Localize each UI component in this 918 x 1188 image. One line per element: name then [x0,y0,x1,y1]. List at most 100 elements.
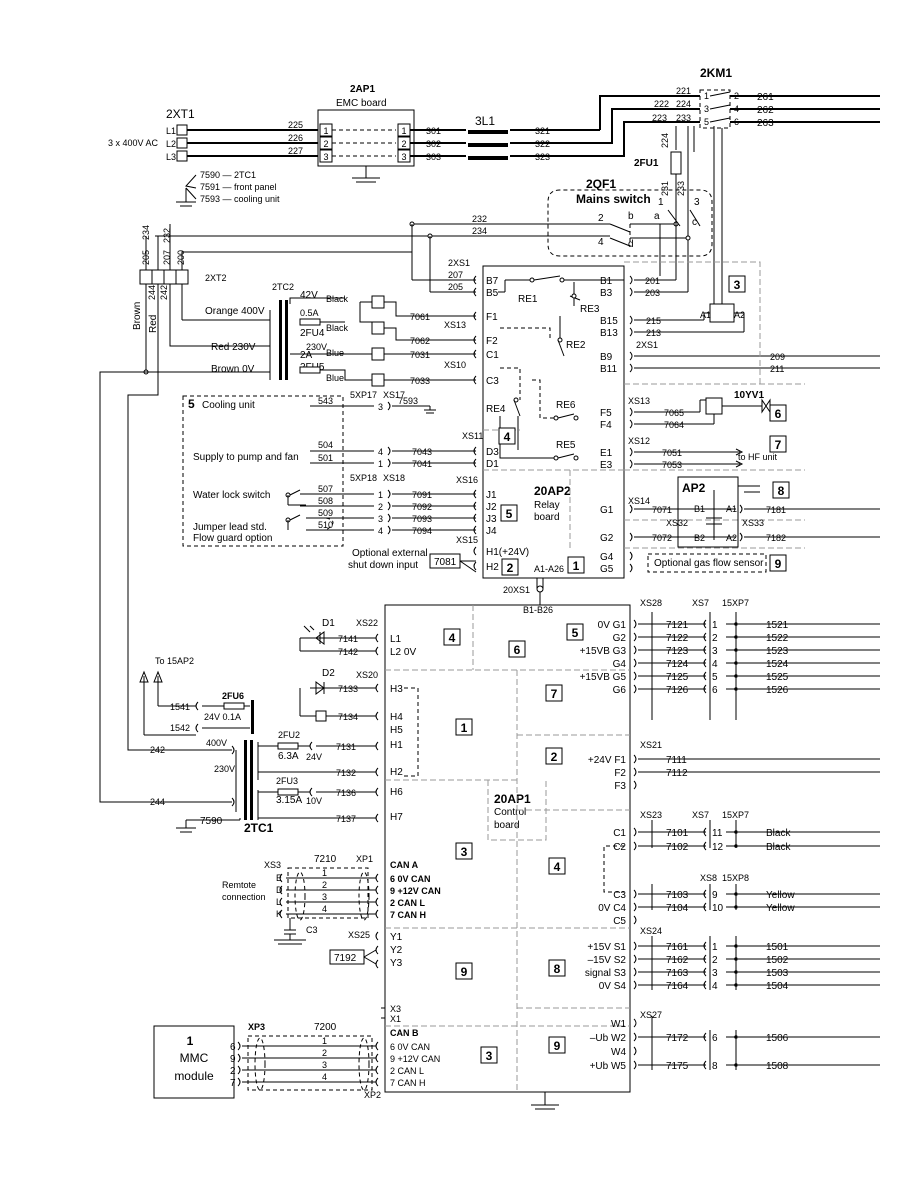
section-number [567,556,585,574]
label: 7134 [338,712,358,722]
wire [735,460,744,468]
km-pin: 3 [704,104,709,114]
box [371,321,385,335]
connector [387,489,391,499]
emc-pin-label: 3 [401,152,406,162]
label: Black [326,294,349,304]
label: Remtote [222,880,256,890]
connector [633,915,637,925]
section-number-text: 4 [504,430,511,444]
connector [279,873,283,883]
label: G5 [600,564,614,575]
label: XS10 [444,360,466,370]
wire-number: 7122 [666,633,689,644]
connector [633,902,637,912]
connector [629,407,633,417]
wire [557,453,575,459]
wire-number: 323 [535,152,550,162]
label: 7590 [200,816,223,827]
pin-label: J4 [486,526,497,537]
connector [703,1060,707,1070]
label: B7 [486,276,499,287]
section-number-text: 4 [554,860,561,874]
label: 3.15A [276,795,302,806]
label: 209 [770,352,785,362]
section-number-text: 1 [573,559,580,573]
label: 7131 [336,742,356,752]
qf-blade [609,223,631,233]
label: Y3 [390,958,403,969]
label: E1 [600,448,613,459]
connector [195,701,199,711]
connector [375,885,379,895]
label: X1 [390,1014,401,1024]
box [223,702,245,710]
connector-pin: 3 [712,968,718,979]
connector [473,525,477,535]
connector-pin: 6 [712,685,718,696]
connector [473,501,477,511]
label: B5 [486,288,499,299]
section-number [480,1046,498,1064]
label: XS7 [692,598,709,608]
box [151,269,165,285]
connector [387,513,391,523]
label: 7 CAN H [390,1078,426,1088]
label: 1541 [170,702,190,712]
label: 7053 [662,460,682,470]
label: 1 [378,490,383,500]
section-number-text: 6 [775,407,782,421]
output-label: 1508 [766,1061,789,1072]
emc-pin-label: 1 [401,126,406,136]
km-contact [709,91,731,97]
label: 7137 [336,814,356,824]
output-label: 1503 [766,968,789,979]
label: Cooling unit [202,400,255,411]
label: H6 [390,787,403,798]
connector [309,741,313,751]
output-label: Black [766,842,791,853]
wire [300,493,306,507]
jumper [404,687,419,777]
connector [375,633,379,643]
wire-number: 302 [426,139,441,149]
label: Blue [326,373,344,383]
connector [703,902,707,912]
section-number [498,427,516,445]
xt2-low: 242 [159,285,169,300]
label: XS12 [628,436,650,446]
output-label: Yellow [766,903,795,914]
label: F5 [600,408,612,419]
connector [279,885,283,895]
label: Flow guard option [193,533,273,544]
label: 2 CAN L [390,1066,424,1076]
label: 7043 [412,447,432,457]
relay-label: RE2 [566,340,586,351]
label: XS17 [383,390,405,400]
section-number [545,747,563,765]
label: Y2 [390,945,403,956]
relay-label: RE4 [486,404,506,415]
relay-label: RE1 [518,294,538,305]
wire-number: 7111 [666,755,687,766]
connector [375,931,379,941]
board-division [624,383,805,549]
label: XS25 [348,930,370,940]
wire-number: 227 [288,146,303,156]
connector [633,941,637,951]
can-wire: 1 [322,868,327,878]
label: 7071 [652,505,672,515]
connector [629,504,633,514]
label: 230V [214,764,235,774]
label: 213 [646,328,661,338]
connector-pin: 4 [712,981,718,992]
wire-number: 225 [288,120,303,130]
connector [633,780,637,790]
label: Supply to pump and fan [193,452,299,463]
connector-pin: 5 [712,672,718,683]
cool-wire: 508 [318,496,333,506]
